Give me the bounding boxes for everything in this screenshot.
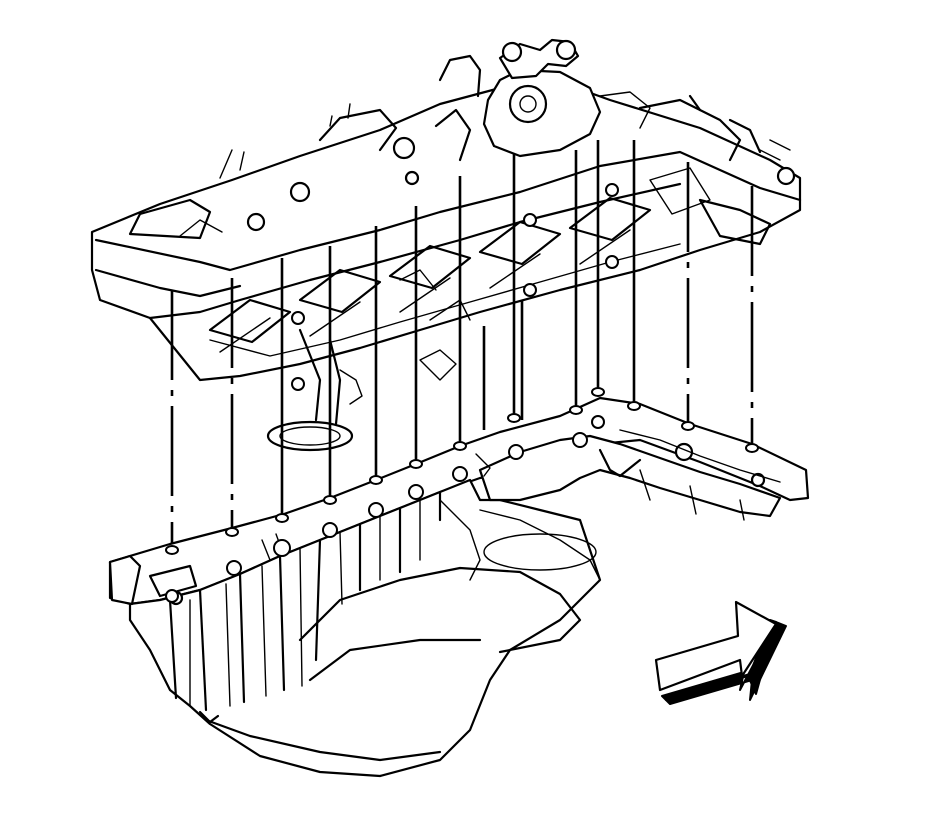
bolt-alignment-lines [170, 140, 754, 548]
front-direction-arrow [654, 600, 787, 705]
oil-pan [108, 396, 810, 778]
oil-pan-bolts [165, 387, 759, 603]
engine-block [90, 38, 802, 452]
block-bolt-bosses [291, 183, 619, 391]
